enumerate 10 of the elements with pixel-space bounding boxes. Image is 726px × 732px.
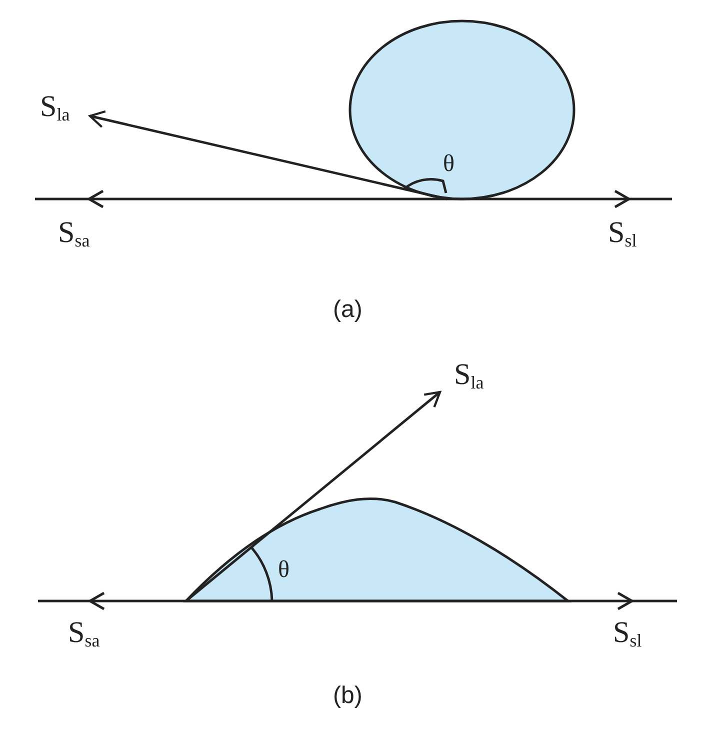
force-label: S$_{la}$ [454,360,484,392]
angle-label: θ [443,152,454,176]
force-label: S$_{sl}$ [613,618,642,650]
force-label: S$_{sa}$ [68,618,100,650]
force-label: S$_{sa}$ [58,218,90,250]
figure-caption: (b) [333,684,362,708]
force-label: S$_{sl}$ [608,218,637,250]
figure-caption: (a) [333,298,362,322]
angle-label: θ [278,558,290,582]
force-label: S$_{la}$ [40,92,70,124]
